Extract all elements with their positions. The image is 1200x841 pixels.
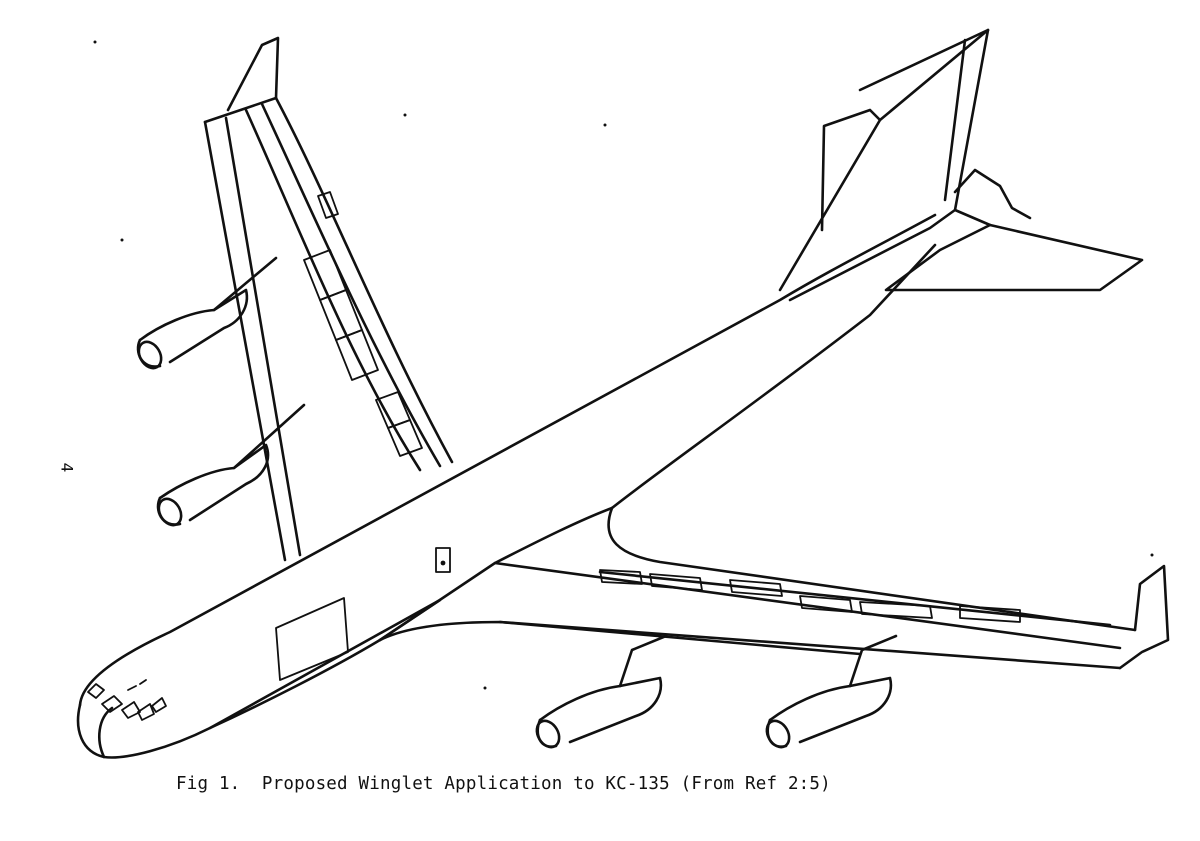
vertical-tail xyxy=(778,28,990,302)
left-winglet xyxy=(226,36,280,112)
page-number: 4 xyxy=(57,462,77,473)
right-winglet xyxy=(1118,564,1170,670)
left-engines xyxy=(136,256,306,527)
fuselage-door xyxy=(275,547,451,681)
left-wing-flaps xyxy=(303,191,423,457)
horizontal-stabilizer xyxy=(884,168,1144,292)
left-wing xyxy=(203,96,454,562)
right-engines xyxy=(535,634,898,749)
figure-caption: Fig 1. Proposed Winglet Application to K… xyxy=(176,774,831,794)
stray-dots xyxy=(93,40,1154,690)
cockpit-windows xyxy=(87,679,167,721)
fuselage xyxy=(76,213,937,759)
right-wing-flaps xyxy=(599,569,1021,623)
right-wing xyxy=(378,506,1137,670)
